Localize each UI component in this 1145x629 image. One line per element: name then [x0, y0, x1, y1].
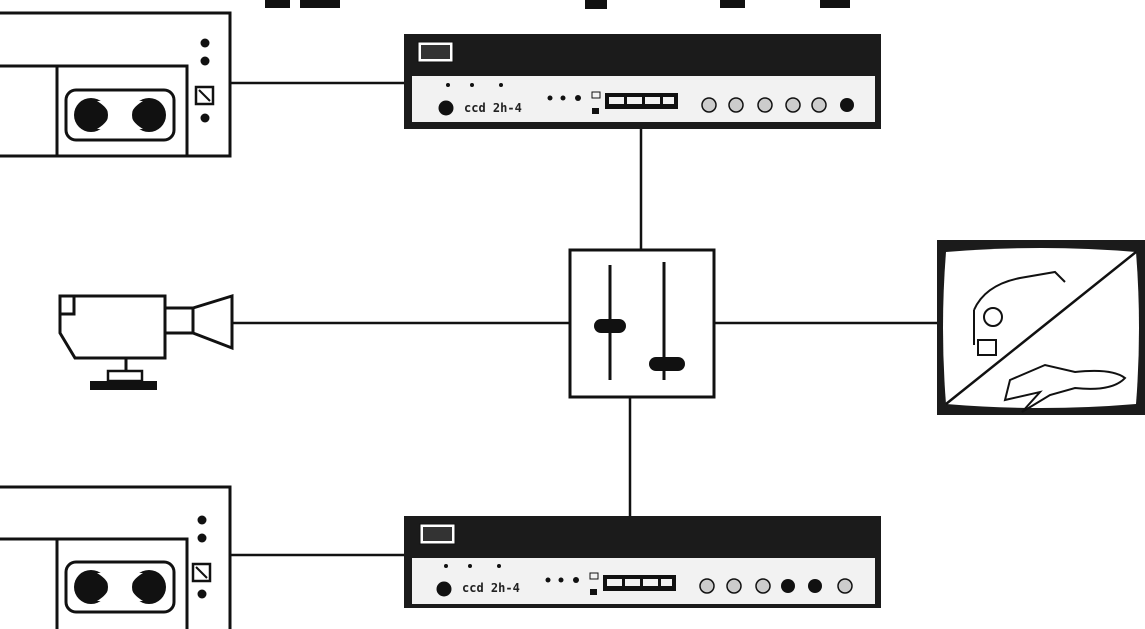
tbc-unit-top: ccd 2h-4	[404, 34, 881, 129]
indicator-dot	[201, 57, 210, 66]
tbc-unit-bottom: ccd 2h-4	[404, 516, 881, 608]
model-label: ccd 2h-4	[462, 581, 520, 595]
power-knob	[437, 582, 452, 597]
video-monitor	[937, 240, 1145, 415]
tripod-base	[90, 381, 157, 390]
indicator-dot	[201, 39, 210, 48]
indicator-dot	[201, 114, 210, 123]
indicator-dot	[198, 590, 207, 599]
tripod-mount	[108, 371, 142, 381]
vcr-bottom	[0, 487, 230, 629]
indicator-dot	[198, 516, 207, 525]
fader-knob	[649, 357, 685, 371]
cropped-heading-fragment	[265, 0, 850, 9]
vcr-top	[0, 13, 230, 156]
indicator-dot	[198, 534, 207, 543]
video-mixer	[570, 250, 714, 397]
fader-knob	[594, 319, 626, 333]
video-camera	[60, 296, 232, 390]
model-label: ccd 2h-4	[464, 101, 522, 115]
power-knob	[439, 101, 454, 116]
